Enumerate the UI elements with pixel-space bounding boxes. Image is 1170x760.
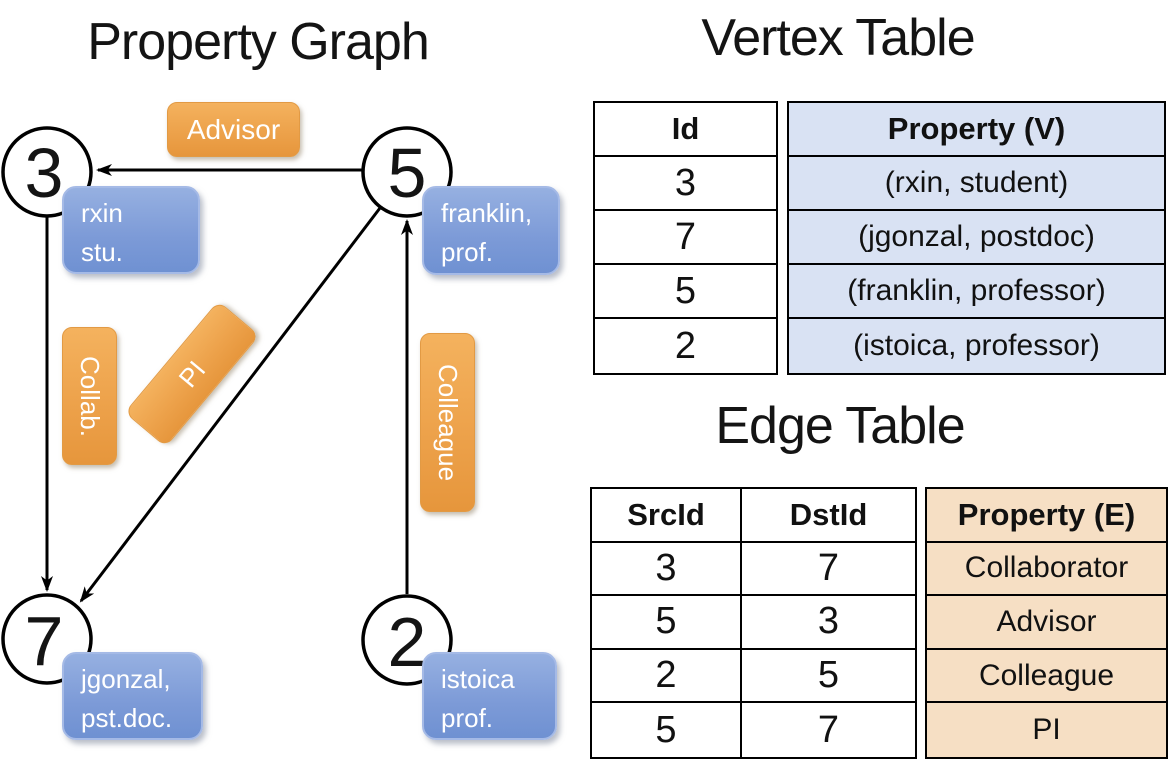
vertex-property-label-7: jgonzal, pst.doc.	[62, 652, 203, 740]
vertex-property-line1: franklin,	[441, 198, 533, 228]
vertex-property-line2: prof.	[441, 237, 494, 267]
vertex-id-3: 3	[25, 134, 64, 212]
vertex-table-cell-property: (rxin, student)	[789, 157, 1164, 211]
edge-table-cell-property: Collaborator	[927, 542, 1166, 597]
edge-label-advisor: Advisor	[167, 102, 300, 157]
vertex-id-7: 7	[25, 602, 64, 680]
edge-table-cell-dst: 5	[742, 650, 915, 704]
vertex-property-line1: istoica	[441, 664, 515, 694]
edge-label-colleague: Colleague	[420, 333, 475, 512]
edge-table-title: Edge Table	[715, 397, 965, 455]
vertex-property-line2: prof.	[441, 703, 494, 733]
vertex-table-cell-id: 7	[595, 211, 776, 265]
edge-table-cell-property: Advisor	[927, 596, 1166, 650]
edge-table-cell-dst: 7	[817, 708, 840, 751]
edge-table-id-columns: SrcId DstId 3 7 5 3 2 5 5 7	[590, 487, 917, 759]
edge-table-cell-src: 5	[592, 703, 742, 757]
edge-table-cell-src: 5	[592, 596, 742, 650]
vertex-table-cell-property: (istoica, professor)	[789, 319, 1164, 373]
vertex-table-id-column: Id 3 7 5 2	[593, 101, 778, 375]
vertex-table-cell-id: 2	[674, 324, 697, 367]
vertex-table-cell-property: (jgonzal, postdoc)	[789, 211, 1164, 265]
vertex-id-5: 5	[388, 134, 427, 212]
edge-table-cell-src: 3	[592, 542, 742, 597]
vertex-table-property-column: Property (V) (rxin, student) (jgonzal, p…	[787, 101, 1166, 375]
edge-table-property-column: Property (E) Collaborator Advisor Collea…	[925, 487, 1168, 759]
vertex-property-line2: stu.	[81, 237, 123, 267]
vertex-table-header-property: Property (V)	[789, 103, 1164, 157]
edge-table-cell-src: 2	[592, 649, 742, 704]
vertex-property-line2: pst.doc.	[81, 703, 173, 733]
vertex-property-line1: rxin	[81, 198, 123, 228]
edge-table-cell-property: Colleague	[927, 649, 1166, 704]
vertex-table-cell-property: (franklin, professor)	[789, 265, 1164, 319]
edge-table-cell-dst: 7	[742, 543, 915, 597]
edge-table-header-srcid: SrcId	[592, 489, 742, 543]
edge-table-header-dstid: DstId	[742, 489, 915, 543]
vertex-table-header-id: Id	[595, 103, 776, 157]
edge-arrow-5-7	[79, 207, 382, 603]
vertex-table-title: Vertex Table	[701, 9, 975, 67]
graph-canvas: 3 5 7 2	[1, 126, 453, 686]
vertex-table-cell-id: 3	[595, 157, 776, 211]
property-graph-title: Property Graph	[87, 13, 430, 71]
vertex-property-label-2: istoica prof.	[422, 652, 557, 740]
edge-label-collab: Collab.	[62, 327, 117, 465]
edge-table-cell-property: PI	[927, 703, 1166, 757]
property-graph-panel: Property Graph 3 5 7 2 rxin	[1, 13, 560, 740]
vertex-table-cell-id: 5	[595, 265, 776, 319]
edge-table-header-property: Property (E)	[927, 489, 1166, 543]
vertex-id-2: 2	[388, 603, 427, 681]
vertex-property-line1: jgonzal,	[81, 664, 171, 694]
vertex-property-label-3: rxin stu.	[62, 186, 200, 274]
vertex-property-label-5: franklin, prof.	[422, 186, 560, 275]
edge-table-cell-dst: 3	[742, 596, 915, 650]
